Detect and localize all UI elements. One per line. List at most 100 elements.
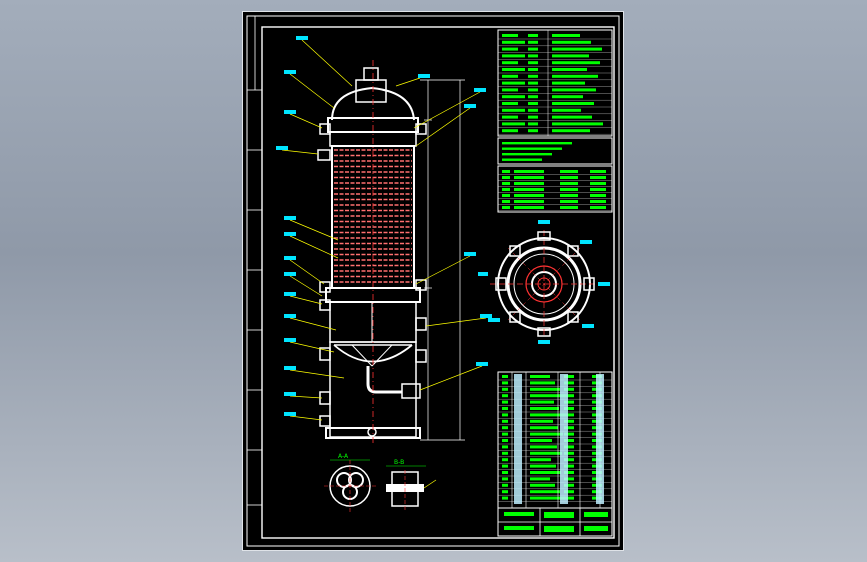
spec-cell [552,68,587,71]
nozzle-cell [502,170,510,173]
dimension-lines [420,79,465,441]
lower-dish [333,344,413,363]
part-cell [530,483,555,487]
spec-cell [528,74,538,78]
part-cell [564,400,574,404]
part-cell [530,426,558,430]
spec-cell [552,34,580,37]
nozzle-cell [514,170,544,173]
nozzle-cell [590,200,606,203]
spec-cell [528,34,538,37]
nozzle-cell [560,176,578,179]
part-cell [530,496,565,500]
part-cell [564,432,574,436]
spec-cell [552,88,596,92]
part-cell [530,451,562,455]
part-cell [564,407,574,410]
part-cell [530,413,564,417]
nozzle-cell [502,194,510,197]
part-cell [564,381,574,385]
spec-cell [552,115,592,119]
spec-cell [552,54,589,58]
part-cell [502,477,508,481]
note-line [502,142,572,145]
spec-cell [552,81,585,85]
part-cell [502,483,508,487]
spec-cell [528,81,538,85]
spec-cell [528,108,538,112]
detail-view-tube-sheet: A-A [324,453,376,512]
part-cell [502,413,508,417]
spec-cell [502,34,518,37]
part-cell [564,483,574,487]
nozzle-cell [560,188,578,191]
part-cell [502,407,508,410]
plan-view [478,220,610,344]
nozzle-cell [560,200,578,203]
spec-cell [528,68,538,71]
spec-table-rows [498,30,612,136]
title-block [497,507,613,537]
sheet-border-inner [261,26,615,539]
nozzle-cell [590,194,606,197]
nozzle-cell [514,182,544,185]
part-cell [530,490,560,494]
part-cell [564,439,574,442]
spec-cell [528,122,538,126]
nozzle-cell [502,188,510,191]
spec-cell [528,102,538,105]
spec-cell [528,54,538,58]
part-cell [502,426,508,430]
top-nozzle-flange [363,67,379,81]
part-cell [502,490,508,494]
notes-text-lines [502,142,572,161]
top-head [331,86,415,121]
spec-cell [502,122,525,126]
part-cell [502,400,508,404]
part-cell [564,458,574,462]
technical-notes [497,137,613,165]
part-cell [502,439,508,442]
spec-cell [502,47,518,51]
nozzle-table-rows [498,170,612,211]
spec-cell [528,88,538,92]
part-cell [502,394,508,398]
vessel-elevation [317,60,465,445]
parts-list [497,371,613,509]
note-line [502,153,552,156]
part-cell [530,387,560,391]
nozzle-cell [560,182,578,185]
nozzle-cell [590,176,606,179]
part-cell [530,407,559,410]
part-cell [564,419,574,423]
bottom-drain [367,427,377,437]
part-cell [530,381,555,385]
zone-markers-left [247,16,262,506]
spec-cell [502,68,525,71]
part-cell [530,375,550,378]
part-cell [564,426,574,430]
side-nozzles [317,123,427,427]
spec-cell [502,61,518,65]
part-cell [502,375,508,378]
spec-cell [528,40,538,44]
parts-highlight-column [596,374,604,504]
spec-cell [552,74,598,78]
nozzle-cell [514,200,544,203]
spec-cell [502,115,518,119]
part-cell [564,375,574,378]
part-cell [564,387,574,391]
part-cell [530,439,552,442]
part-cell [564,394,574,398]
nozzle-cell [560,206,578,209]
spec-cell [528,47,538,51]
note-line [502,147,562,150]
note-line [502,158,542,161]
spec-cell [552,47,602,51]
spec-cell [528,115,538,119]
spec-cell [528,95,538,99]
detail-a-label: A-A [338,453,349,460]
parts-highlight-column [514,374,522,504]
part-cell [564,445,574,449]
part-cell [530,419,553,423]
